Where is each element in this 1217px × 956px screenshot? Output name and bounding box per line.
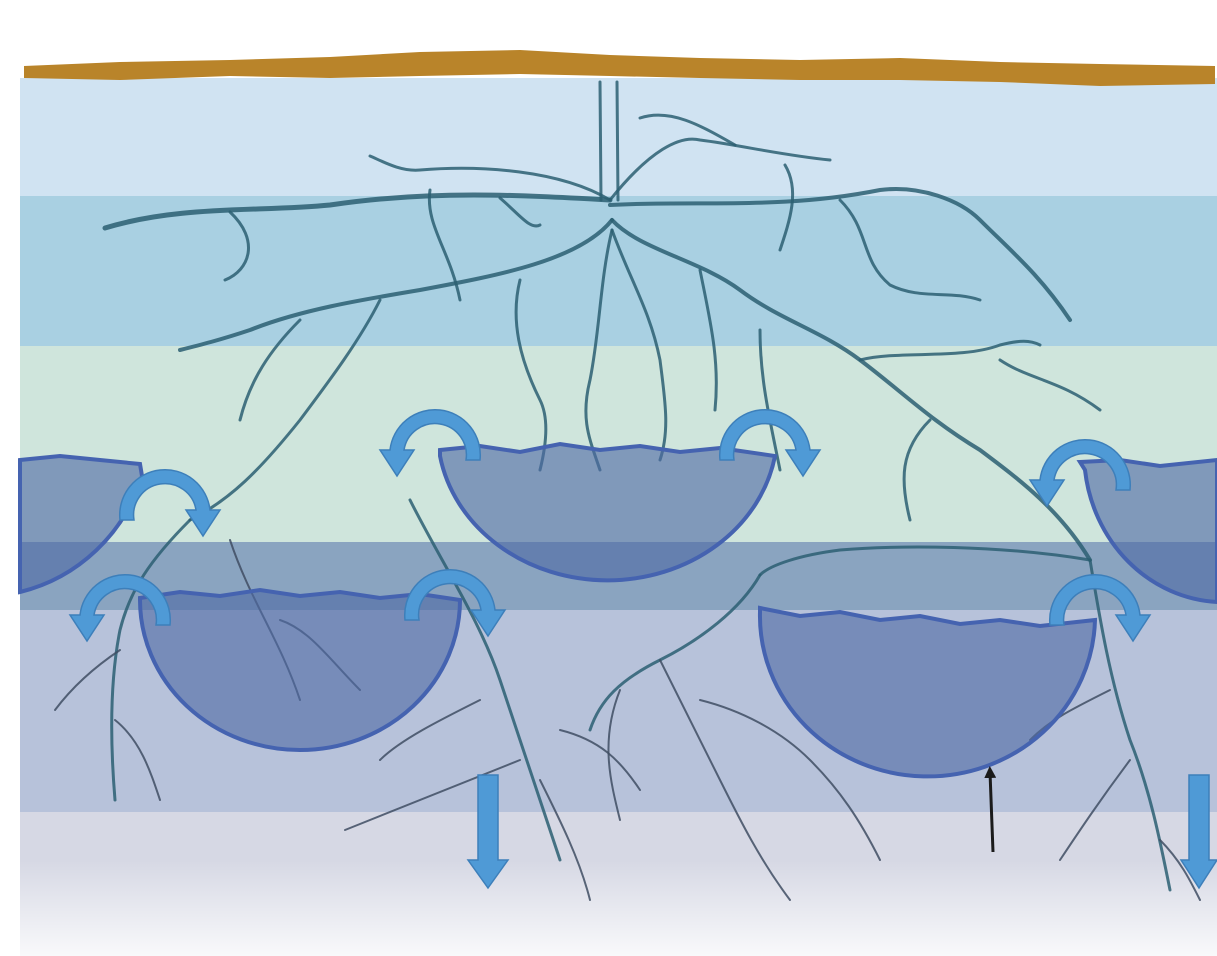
bottom-fade	[20, 860, 1217, 956]
soil-layer-2	[20, 196, 1217, 346]
